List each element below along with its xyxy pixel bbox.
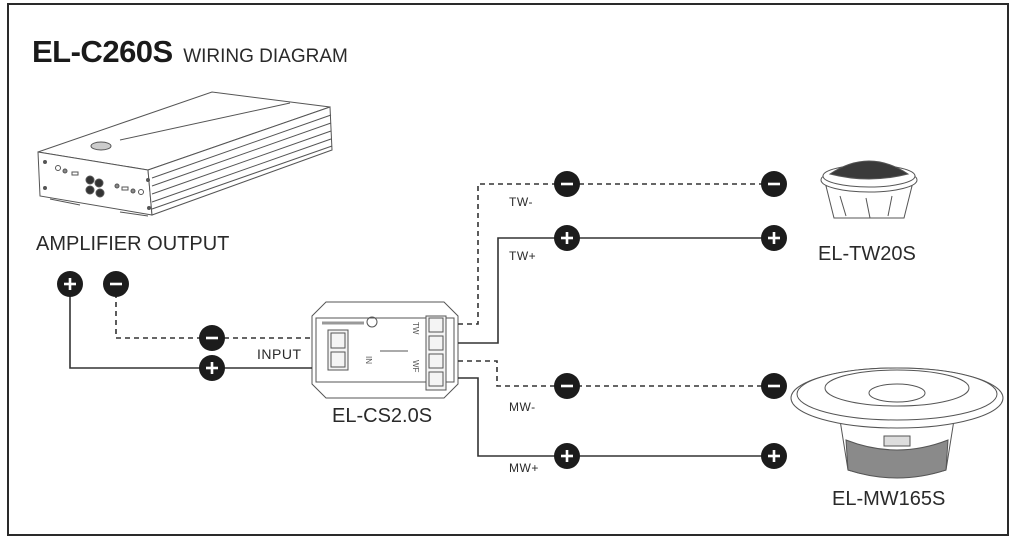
mw-minus-label: MW- [509, 400, 536, 414]
wire-tw-minus [458, 183, 774, 325]
mw-plus-terminal-end: + [761, 443, 787, 469]
wire-amp-plus [69, 284, 312, 369]
crossover-marking-tw: TW [411, 322, 420, 335]
amp-minus-terminal: − [103, 271, 129, 297]
mw-minus-terminal-mid: − [554, 373, 580, 399]
title-model: EL-C260S [32, 34, 173, 69]
mw-plus-terminal-mid: + [554, 443, 580, 469]
tw-plus-terminal-mid: + [554, 225, 580, 251]
input-plus-terminal: + [199, 355, 225, 381]
crossover-label: EL-CS2.0S [332, 405, 433, 427]
tw-minus-label: TW- [509, 195, 533, 209]
wire-mw-plus [458, 377, 774, 457]
wire-amp-minus [115, 284, 312, 339]
crossover-marking-in: IN [364, 356, 373, 364]
crossover-icon [311, 301, 459, 399]
amplifier-icon [37, 91, 333, 217]
input-minus-terminal: − [199, 325, 225, 351]
tw-minus-terminal-mid: − [554, 171, 580, 197]
wire-mw-minus [458, 360, 774, 387]
woofer-icon [790, 367, 1004, 479]
mw-minus-terminal-end: − [761, 373, 787, 399]
tw-plus-label: TW+ [509, 249, 537, 263]
mw-plus-label: MW+ [509, 461, 539, 475]
crossover-marking-wf: WF [411, 360, 420, 373]
tw-minus-terminal-end: − [761, 171, 787, 197]
title-subtitle: WIRING DIAGRAM [183, 46, 348, 67]
tweeter-icon [820, 160, 918, 219]
diagram-frame [7, 3, 1009, 536]
amp-plus-terminal: + [57, 271, 83, 297]
page-title: EL-C260S WIRING DIAGRAM [32, 34, 348, 70]
wire-tw-plus [458, 237, 774, 344]
amplifier-label: AMPLIFIER OUTPUT [36, 233, 230, 255]
woofer-label: EL-MW165S [832, 488, 946, 510]
input-wire-label: INPUT [257, 346, 302, 362]
tw-plus-terminal-end: + [761, 225, 787, 251]
tweeter-label: EL-TW20S [818, 243, 916, 265]
